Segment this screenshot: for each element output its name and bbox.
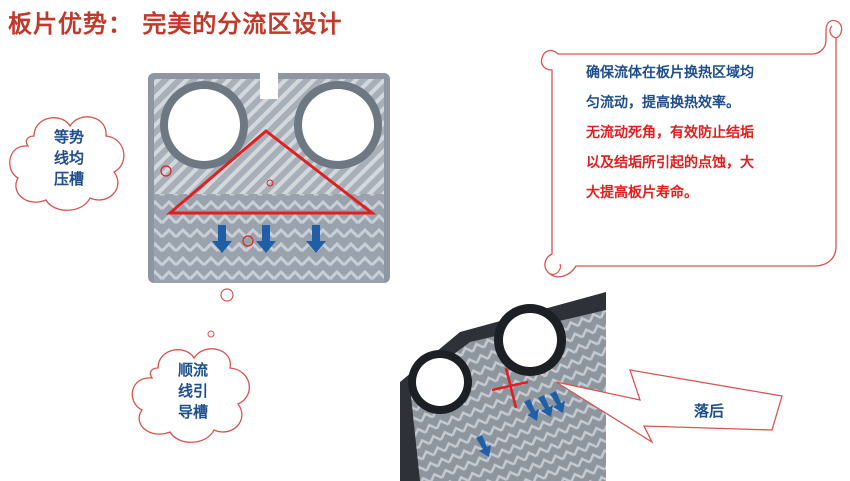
page-title: 板片优势： 完美的分流区设计 <box>8 9 343 38</box>
lag-callout-frame <box>555 369 783 444</box>
cloud-left-text: 等势 线均 压槽 <box>53 128 84 188</box>
cloud-callout-left <box>9 116 125 211</box>
scroll-note-frame <box>540 19 843 278</box>
flow-arrows <box>212 225 326 253</box>
dead-zone-mark <box>491 367 529 409</box>
lag-label: 落后 <box>694 402 725 420</box>
cloud-bottom-text: 顺流 线引 导槽 <box>177 361 208 421</box>
scroll-note-text: 确保流体在板片换热区域均 匀流动，提高换热效率。 无流动死角，有效防止结垢 以及… <box>586 65 754 201</box>
cloud-callout-bottom <box>131 348 250 443</box>
thought-bubble <box>220 288 234 302</box>
flow-arrows-bottom <box>476 391 565 457</box>
plate-top-image <box>148 73 390 283</box>
distribution-zone-outline <box>165 129 377 215</box>
thought-bubble <box>207 330 215 338</box>
plate-bottom-image <box>400 292 606 481</box>
